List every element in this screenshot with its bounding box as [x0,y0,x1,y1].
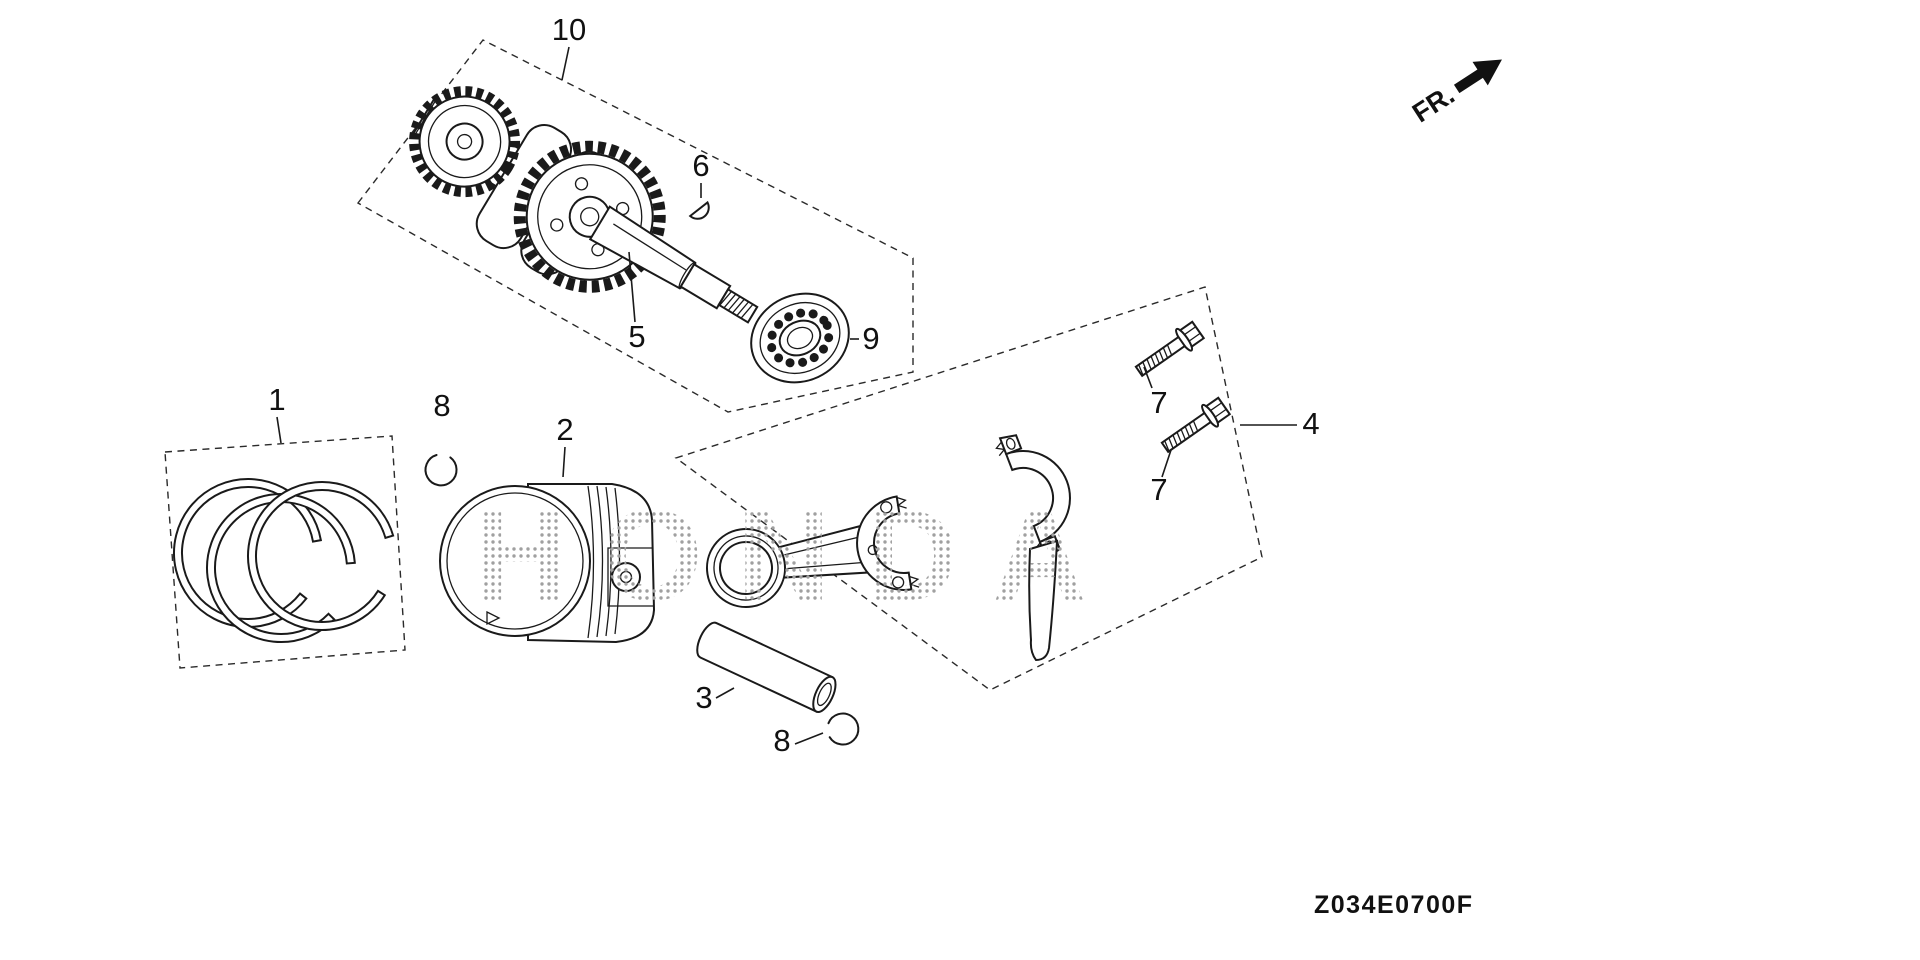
callout-3: 3 [695,680,735,715]
part-number-4: 4 [1302,406,1319,441]
ring-grooves [587,485,621,639]
pin-boss-center [619,570,633,584]
part-number-6: 6 [692,148,709,183]
oil-dipper [1028,539,1059,662]
rod-oil-hole [867,544,878,556]
piston-crown-inner-edge [446,492,584,630]
keyway-groove [613,223,687,271]
pin-boss-cutout [607,547,653,607]
leader-line [715,687,735,699]
part-number-5: 5 [628,319,645,354]
fr-indicator: FR. [1407,59,1502,129]
callout-8-top: 8 [433,388,450,423]
timing-gear [409,86,521,198]
callout-6: 6 [692,148,710,198]
rod-big-end [856,495,913,591]
rod-pin-eye [719,541,773,595]
connecting-rod [706,495,920,608]
cap-saddle [1004,450,1071,544]
crankshaft-assembly [409,86,759,324]
callout-2: 2 [556,412,574,478]
leader-line [561,46,570,81]
woodruff-key [688,200,710,220]
part-number-1: 1 [268,382,285,417]
callout-9: 9 [850,321,880,356]
leader-line [276,416,282,444]
connecting-rod-bolt-lower [1156,394,1233,459]
piston-ring-set [157,462,401,662]
leader-line [628,251,636,323]
honda-watermark: HONDA [474,482,1121,628]
piston-pin-clip-bottom [826,711,861,747]
cap-bolt-hole-top [1005,437,1016,450]
part-number-7: 7 [1150,385,1167,420]
leader-line [562,446,566,478]
threaded-tip [717,288,759,324]
part-number-8: 8 [433,388,450,423]
group-box-connecting-rod [674,286,1263,691]
part-number-2: 2 [556,412,573,447]
rod-small-end [706,528,786,608]
fr-arrow-icon [1453,59,1502,94]
fr-label: FR. [1407,80,1460,129]
part-number-3: 3 [695,680,712,715]
callout-8-bottom: 8 [773,723,824,758]
leader-line [1161,449,1172,478]
piston-pin [696,621,837,713]
radial-ball-bearing [750,292,850,384]
rod-split-serrations [896,496,920,588]
pin-boss-hole [611,562,641,592]
part-number-10: 10 [552,12,586,47]
leader-line [1143,366,1153,389]
connecting-rod-bolt-upper [1130,318,1207,383]
rod-bolt-hole-bottom [891,576,905,589]
callout-7-upper: 7 [1143,366,1168,420]
callout-5: 5 [628,251,646,354]
piston-pin-clip-top [422,452,460,489]
diagram-code: Z034E0700F [1314,891,1474,919]
piston [439,483,656,644]
group-box-piston-rings [164,435,406,669]
piston-triangle-mark [486,610,501,626]
callout-4: 4 [1240,406,1320,441]
piston-crown [439,485,591,637]
rod-ibeam-lines [784,536,865,570]
callout-1: 1 [268,382,286,444]
rod-small-end-inner-edge [713,535,779,601]
callout-10: 10 [552,12,586,81]
rod-bolt-hole-top [880,501,893,514]
part-number-8: 8 [773,723,790,758]
callout-7-lower: 7 [1150,449,1172,507]
part-number-7: 7 [1150,472,1167,507]
part-number-9: 9 [862,321,879,356]
leader-line [794,732,824,745]
